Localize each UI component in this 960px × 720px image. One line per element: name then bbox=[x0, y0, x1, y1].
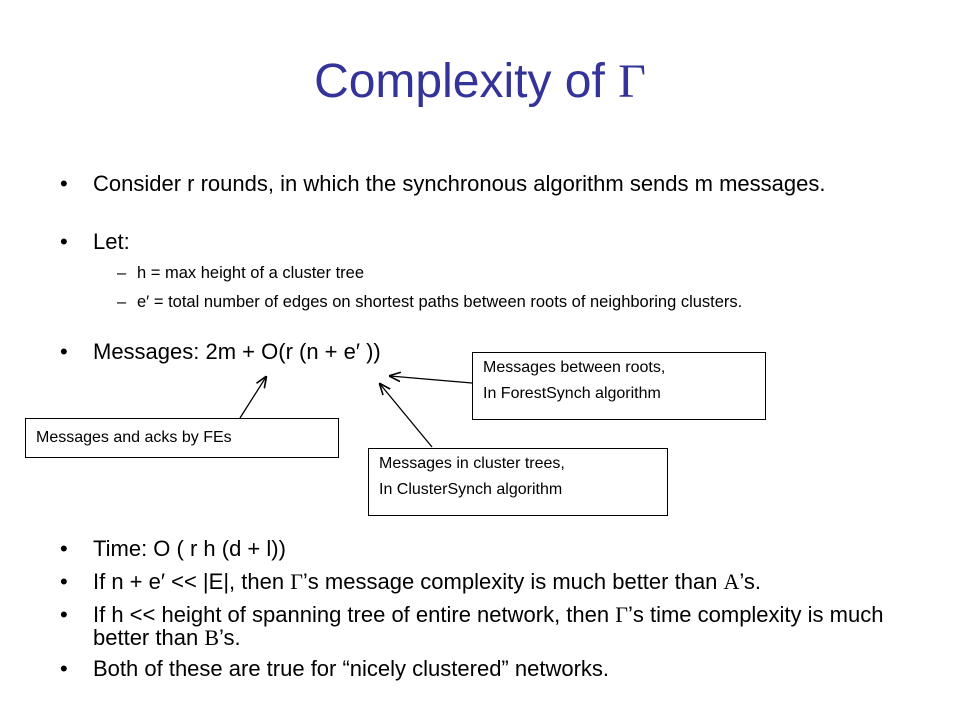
sub-bullet-e: – e′ = total number of edges on shortest… bbox=[117, 292, 927, 312]
bullet-if-h-text: If h << height of spanning tree of entir… bbox=[93, 602, 884, 650]
bullet-time: • Time: O ( r h (d + l)) bbox=[60, 537, 930, 560]
arrow-roots bbox=[390, 376, 473, 384]
callout-cluster-line1: Messages in cluster trees, bbox=[379, 455, 565, 472]
callout-roots-line2: In ForestSynch algorithm bbox=[483, 385, 661, 402]
sub-bullet-e-text: e′ = total number of edges on shortest p… bbox=[137, 293, 743, 311]
bullet-dot: • bbox=[60, 339, 68, 364]
slide-title: Complexity of Γ bbox=[0, 58, 960, 106]
bullet-consider-text: Consider r rounds, in which the synchron… bbox=[93, 171, 826, 196]
callout-cluster: Messages in cluster trees, In ClusterSyn… bbox=[368, 448, 668, 516]
bullet-dot: • bbox=[60, 656, 68, 681]
gamma-symbol: Γ bbox=[618, 55, 646, 108]
bullet-dot: • bbox=[60, 569, 68, 594]
sub-bullet-dash: – bbox=[117, 264, 127, 282]
callout-cluster-line2: In ClusterSynch algorithm bbox=[379, 481, 563, 498]
bullet-both-text: Both of these are true for “nicely clust… bbox=[93, 656, 610, 681]
callout-fe-text: Messages and acks by FEs bbox=[36, 429, 232, 446]
bullet-if-h: • If h << height of spanning tree of ent… bbox=[60, 603, 930, 649]
bullet-dot: • bbox=[60, 229, 68, 254]
sub-bullet-h-text: h = max height of a cluster tree bbox=[137, 264, 364, 282]
sub-bullet-dash: – bbox=[117, 293, 127, 311]
bullet-if-n: • If n + e′ << |E|, then Γ’s message com… bbox=[60, 570, 930, 593]
bullet-if-n-text: If n + e′ << |E|, then Γ’s message compl… bbox=[93, 569, 762, 594]
bullet-time-text: Time: O ( r h (d + l)) bbox=[93, 536, 286, 561]
bullet-messages: • Messages: 2m + O(r (n + e′ )) bbox=[60, 340, 930, 363]
bullet-dot: • bbox=[60, 602, 68, 627]
callout-roots-line1: Messages between roots, bbox=[483, 359, 666, 376]
gamma-symbol: Γ bbox=[615, 602, 628, 627]
callout-fe: Messages and acks by FEs bbox=[25, 418, 339, 458]
bullet-both: • Both of these are true for “nicely clu… bbox=[60, 657, 930, 680]
sub-bullet-h: – h = max height of a cluster tree bbox=[117, 263, 927, 283]
bullet-let-text: Let: bbox=[93, 229, 130, 254]
beta-symbol: B bbox=[204, 625, 219, 650]
arrow-cluster bbox=[380, 384, 433, 448]
bullet-dot: • bbox=[60, 536, 68, 561]
bullet-let: • Let: bbox=[60, 230, 930, 253]
gamma-symbol: Γ bbox=[290, 569, 303, 594]
bullet-consider: • Consider r rounds, in which the synchr… bbox=[60, 172, 930, 195]
bullet-dot: • bbox=[60, 171, 68, 196]
bullet-messages-text: Messages: 2m + O(r (n + e′ )) bbox=[93, 339, 381, 364]
alpha-symbol: A bbox=[723, 569, 740, 594]
callout-roots: Messages between roots, In ForestSynch a… bbox=[472, 352, 766, 420]
title-text: Complexity of bbox=[314, 55, 619, 108]
arrow-fe bbox=[239, 377, 266, 419]
